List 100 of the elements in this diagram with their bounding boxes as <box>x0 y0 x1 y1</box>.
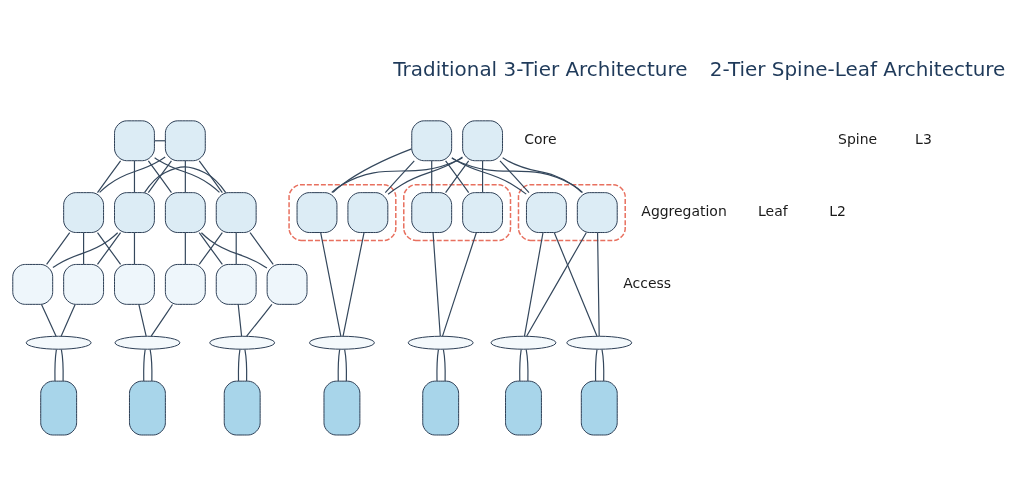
node-switch <box>266 263 308 305</box>
label: Access <box>623 275 672 292</box>
node-router <box>114 120 155 162</box>
connector <box>597 232 600 337</box>
connector <box>331 157 463 194</box>
connector <box>60 303 76 337</box>
node-router <box>411 192 453 234</box>
label: Leaf <box>758 203 788 220</box>
label: L2 <box>829 203 846 220</box>
connector <box>344 349 348 382</box>
node-router <box>114 192 155 234</box>
label: Aggregation <box>641 203 727 220</box>
node-ellipse <box>114 335 181 350</box>
connector <box>83 232 85 265</box>
node-router <box>296 192 338 234</box>
connector <box>445 160 470 194</box>
connector <box>133 232 136 265</box>
connector <box>246 303 273 337</box>
connector <box>384 160 415 194</box>
connector <box>143 166 227 194</box>
connector <box>481 160 484 194</box>
connector <box>249 232 274 265</box>
connector <box>244 349 248 382</box>
node-switch <box>63 263 105 305</box>
connector <box>441 232 477 337</box>
connector <box>332 148 413 193</box>
node-switch <box>114 263 155 305</box>
connector <box>320 232 342 337</box>
node-switch <box>12 263 54 305</box>
connector <box>525 349 529 382</box>
node-ellipse <box>490 335 557 350</box>
connector <box>601 349 605 382</box>
connector <box>337 349 341 382</box>
label: Traditional 3-Tier Architecture <box>393 56 688 81</box>
cluster <box>403 183 512 242</box>
node-ellipse <box>566 335 633 350</box>
connector <box>431 160 433 194</box>
connector <box>499 160 530 194</box>
connector <box>52 232 119 269</box>
connector <box>436 349 439 382</box>
node-router <box>63 192 105 234</box>
node-ellipse <box>25 335 92 350</box>
node-router <box>462 192 503 234</box>
connector <box>198 160 223 194</box>
label: 2-Tier Spine-Leaf Architecture <box>709 56 1006 81</box>
connector <box>387 156 464 195</box>
label: Spine <box>838 131 878 148</box>
label: Core <box>524 131 557 148</box>
node-switch <box>215 263 257 305</box>
connector <box>519 349 522 382</box>
node-router <box>215 192 257 234</box>
connector <box>40 303 57 337</box>
connector <box>96 232 122 265</box>
connector <box>523 232 544 337</box>
connector <box>432 232 441 337</box>
connector <box>451 157 527 195</box>
node-router <box>164 192 206 234</box>
connector <box>60 349 64 382</box>
node-ellipse <box>309 335 375 350</box>
label: L3 <box>915 131 932 148</box>
node-server <box>422 380 460 436</box>
node-router <box>411 120 453 162</box>
node-router <box>164 120 206 162</box>
connector <box>154 157 221 193</box>
connector <box>184 232 186 265</box>
connector <box>553 232 598 337</box>
connector <box>46 232 71 265</box>
connector <box>133 160 136 194</box>
connector <box>150 303 174 337</box>
node-server <box>223 380 261 436</box>
connector <box>54 349 57 382</box>
connector <box>451 157 584 194</box>
connector <box>99 156 166 193</box>
connector <box>200 232 268 269</box>
connector <box>594 349 598 382</box>
node-switch <box>164 263 206 305</box>
connector <box>502 157 583 193</box>
node-router <box>347 192 389 234</box>
node-ellipse <box>407 335 474 350</box>
node-server <box>505 380 542 436</box>
node-router <box>462 120 503 162</box>
node-server <box>40 380 78 436</box>
connector <box>147 160 173 194</box>
cluster <box>517 183 626 242</box>
connector <box>184 160 186 194</box>
node-server <box>323 380 361 436</box>
connector <box>143 349 146 382</box>
node-ellipse <box>209 335 276 350</box>
connector <box>237 349 241 382</box>
connector <box>96 160 122 194</box>
node-router <box>576 192 618 234</box>
connector <box>198 232 223 265</box>
node-router <box>525 192 567 234</box>
connector <box>149 349 153 382</box>
node-server <box>129 380 166 436</box>
connector <box>526 232 587 337</box>
cluster <box>288 183 397 242</box>
connector <box>235 232 237 265</box>
node-server <box>580 380 618 436</box>
connector <box>342 232 365 337</box>
